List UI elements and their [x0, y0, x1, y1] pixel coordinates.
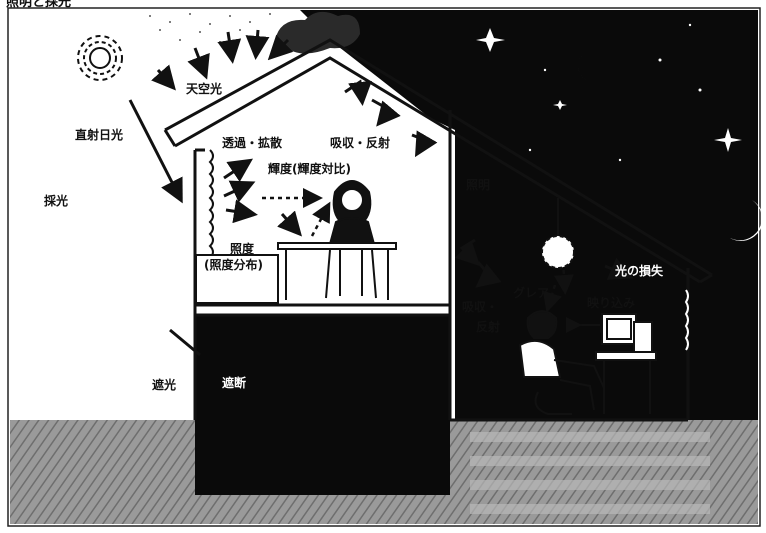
woman-at-desk [277, 180, 397, 300]
label-blocking: 遮断 [222, 376, 247, 390]
sun-icon [77, 35, 123, 81]
dotted-arrows [262, 188, 574, 313]
label-direct-sunlight: 直射日光 [75, 128, 124, 142]
night-sky [300, 10, 758, 420]
label-sky-light: 天空光 [186, 82, 223, 96]
label-reflection: 映り込み [587, 296, 636, 310]
heading: 照明と採光 [6, 0, 72, 10]
pendant-lamp [541, 198, 575, 269]
label-absorb-reflect-upper: 吸収・反射 [330, 136, 391, 150]
label-light-loss: 光の損失 [615, 264, 664, 278]
light-arrows [128, 29, 634, 288]
label-luminance: 輝度(輝度対比) [268, 162, 351, 176]
shading-eave [169, 328, 201, 357]
cloud-icon [274, 11, 360, 54]
label-shading: 遮光 [152, 378, 177, 392]
bleed-text [470, 432, 710, 514]
stars-dots [528, 23, 702, 162]
curtain [208, 149, 214, 259]
window-sill [195, 254, 279, 304]
light-loss-mark [684, 289, 689, 351]
label-lighting: 照明 [466, 178, 491, 192]
man-at-computer [518, 310, 657, 415]
label-glare: グレア [513, 286, 550, 300]
label-daylighting: 採光 [44, 194, 69, 208]
label-illuminance: 照度 [230, 242, 255, 256]
label-absorb-reflect-lower-2: 反射 [476, 320, 501, 334]
basement [195, 315, 450, 495]
label-transmit-diffuse: 透過・拡散 [222, 136, 283, 150]
star-icon [476, 28, 742, 152]
label-illuminance-distribution: (照度分布) [204, 258, 263, 272]
label-absorb-reflect-lower-1: 吸収・ [462, 300, 499, 314]
